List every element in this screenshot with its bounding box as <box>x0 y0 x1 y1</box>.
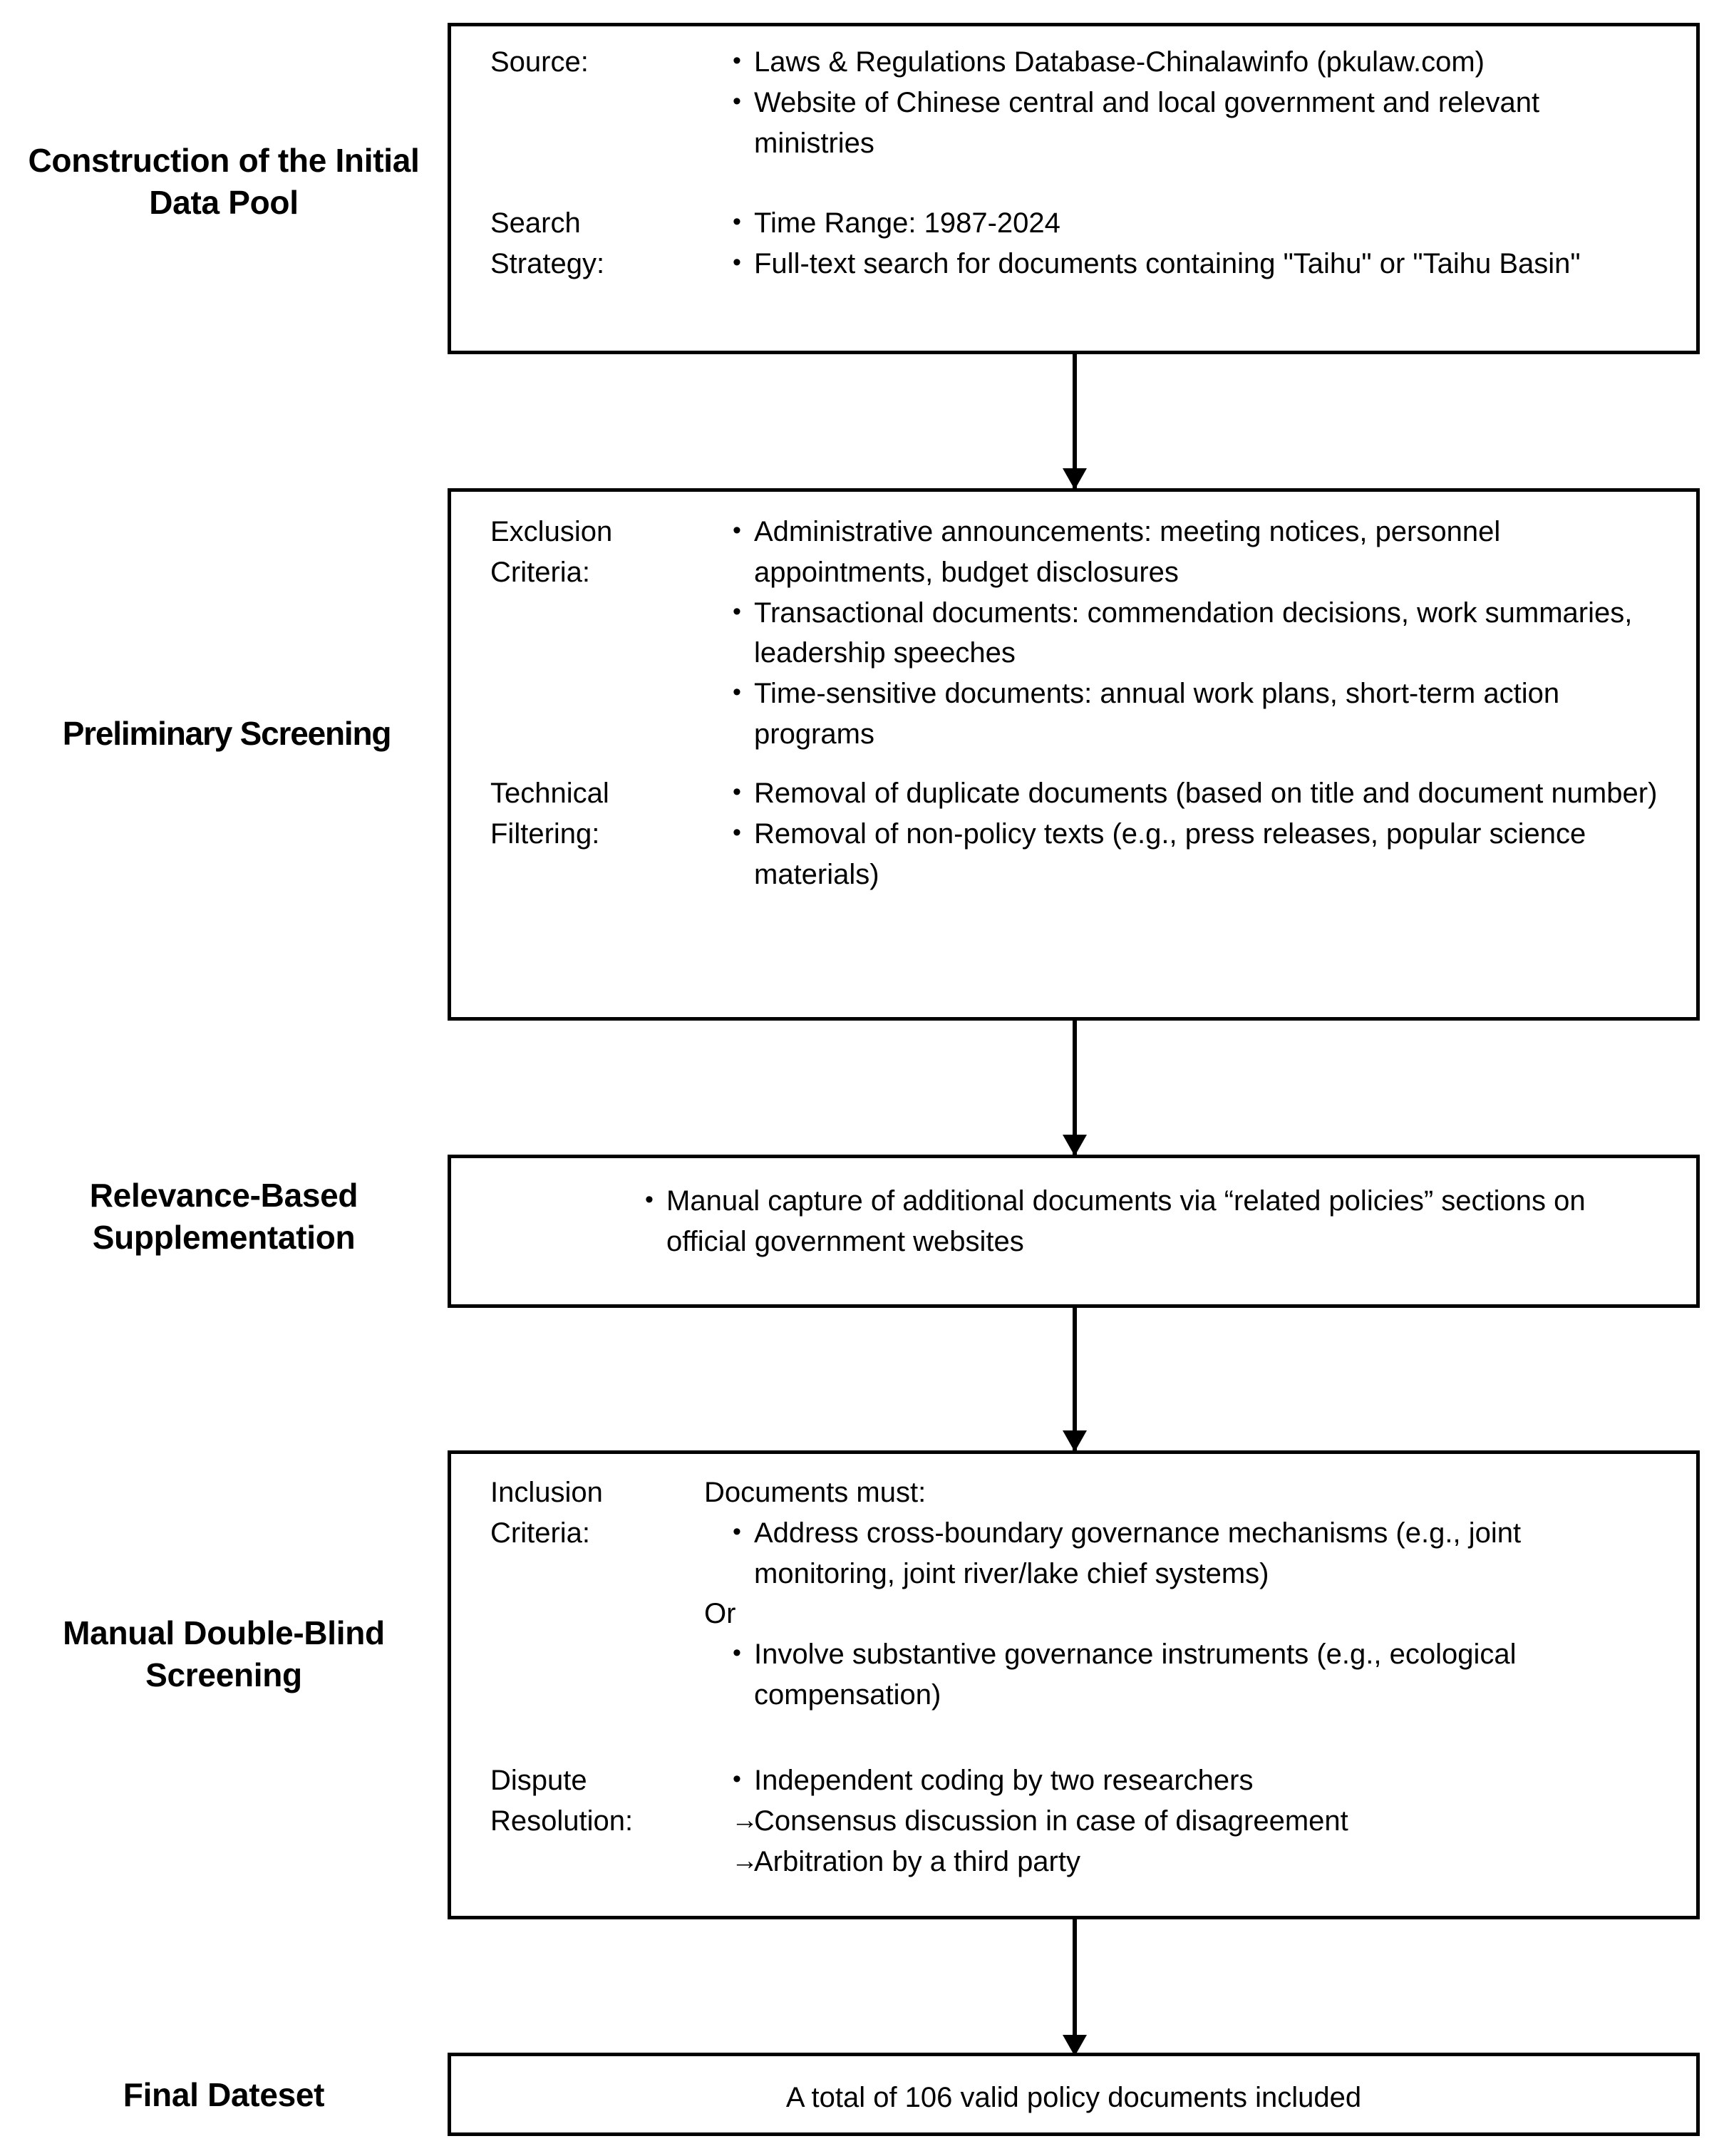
group-source: Source: Laws & Regulations Database-Chin… <box>490 41 1668 164</box>
group-label-dispute-resolution: Dispute Resolution: <box>490 1765 634 1837</box>
group-body-dispute-resolution: Independent coding by two researchers Co… <box>704 1760 1668 1882</box>
connector-supplementation-to-double-blind <box>1063 1308 1087 1452</box>
arrowhead-icon <box>1063 1430 1087 1452</box>
connector-double-blind-to-final <box>1063 1919 1087 2056</box>
inclusion-lead-line: Documents must: <box>704 1477 926 1508</box>
group-body-search-strategy: Time Range: 1987-2024 Full-text search f… <box>704 202 1668 284</box>
group-body-supplementation: Manual capture of additional documents v… <box>616 1180 1611 1262</box>
list-item: Removal of duplicate documents (based on… <box>733 773 1668 814</box>
connector-construction-to-preliminary <box>1063 354 1087 490</box>
list-item: Involve substantive governance instrumen… <box>733 1634 1668 1716</box>
stage-box-preliminary-screening: Exclusion Criteria: Administrative annou… <box>448 488 1700 1021</box>
stage-box-final-dateset: A total of 106 valid policy documents in… <box>448 2053 1700 2136</box>
group-supplementation: Manual capture of additional documents v… <box>616 1180 1611 1262</box>
list-item: Independent coding by two researchers <box>733 1760 1668 1801</box>
list-item: Time Range: 1987-2024 <box>733 202 1668 244</box>
arrowhead-icon <box>1063 468 1087 490</box>
list-item: Administrative announcements: meeting no… <box>733 511 1668 593</box>
stage-box-construction: Source: Laws & Regulations Database-Chin… <box>448 23 1700 354</box>
final-result-text: A total of 106 valid policy documents in… <box>785 2082 1362 2113</box>
group-inclusion-criteria: Inclusion Criteria: Documents must: Addr… <box>490 1472 1668 1716</box>
list-item: Manual capture of additional documents v… <box>645 1180 1611 1262</box>
group-body-technical-filtering: Removal of duplicate documents (based on… <box>704 773 1668 894</box>
stage-label-relevance-based-supplementation: Relevance-Based Supplementation <box>89 1177 358 1256</box>
stage-box-manual-double-blind-screening: Inclusion Criteria: Documents must: Addr… <box>448 1450 1700 1919</box>
list-item-arrow: Arbitration by a third party <box>731 1841 1668 1882</box>
arrowhead-icon <box>1063 1135 1087 1156</box>
group-label-source: Source: <box>490 46 589 78</box>
list-item: Address cross-boundary governance mechan… <box>733 1512 1668 1594</box>
group-exclusion-criteria: Exclusion Criteria: Administrative annou… <box>490 511 1668 755</box>
group-search-strategy: Search Strategy: Time Range: 1987-2024 F… <box>490 202 1668 284</box>
group-body-inclusion-criteria: Documents must: Address cross-boundary g… <box>704 1472 1668 1716</box>
connector-preliminary-to-supplementation <box>1063 1021 1087 1156</box>
stage-box-relevance-based-supplementation: Manual capture of additional documents v… <box>448 1155 1700 1308</box>
group-label-inclusion-criteria: Inclusion Criteria: <box>490 1477 603 1549</box>
stage-label-preliminary-screening: Preliminary Screening <box>62 715 392 752</box>
stage-label-manual-double-blind-screening: Manual Double-Blind Screening <box>63 1614 385 1693</box>
list-item: Website of Chinese central and local gov… <box>733 82 1668 164</box>
list-item-arrow: Consensus discussion in case of disagree… <box>731 1800 1668 1842</box>
inclusion-conjunction: Or <box>704 1598 736 1630</box>
list-item: Full-text search for documents containin… <box>733 243 1668 284</box>
stage-label-final-dateset: Final Dateset <box>123 2076 325 2113</box>
list-item: Time-sensitive documents: annual work pl… <box>733 673 1668 755</box>
group-technical-filtering: Technical Filtering: Removal of duplicat… <box>490 773 1668 894</box>
list-item: Laws & Regulations Database-Chinalawinfo… <box>733 41 1668 83</box>
group-body-exclusion-criteria: Administrative announcements: meeting no… <box>704 511 1668 755</box>
group-label-exclusion-criteria: Exclusion Criteria: <box>490 516 613 588</box>
group-label-search-strategy: Search Strategy: <box>490 207 605 279</box>
list-item: Removal of non-policy texts (e.g., press… <box>733 813 1668 895</box>
group-label-technical-filtering: Technical Filtering: <box>490 778 609 850</box>
list-item: Transactional documents: commendation de… <box>733 592 1668 674</box>
group-dispute-resolution: Dispute Resolution: Independent coding b… <box>490 1760 1668 1882</box>
group-body-source: Laws & Regulations Database-Chinalawinfo… <box>704 41 1668 164</box>
stage-label-construction: Construction of the Initial Data Pool <box>28 142 420 221</box>
